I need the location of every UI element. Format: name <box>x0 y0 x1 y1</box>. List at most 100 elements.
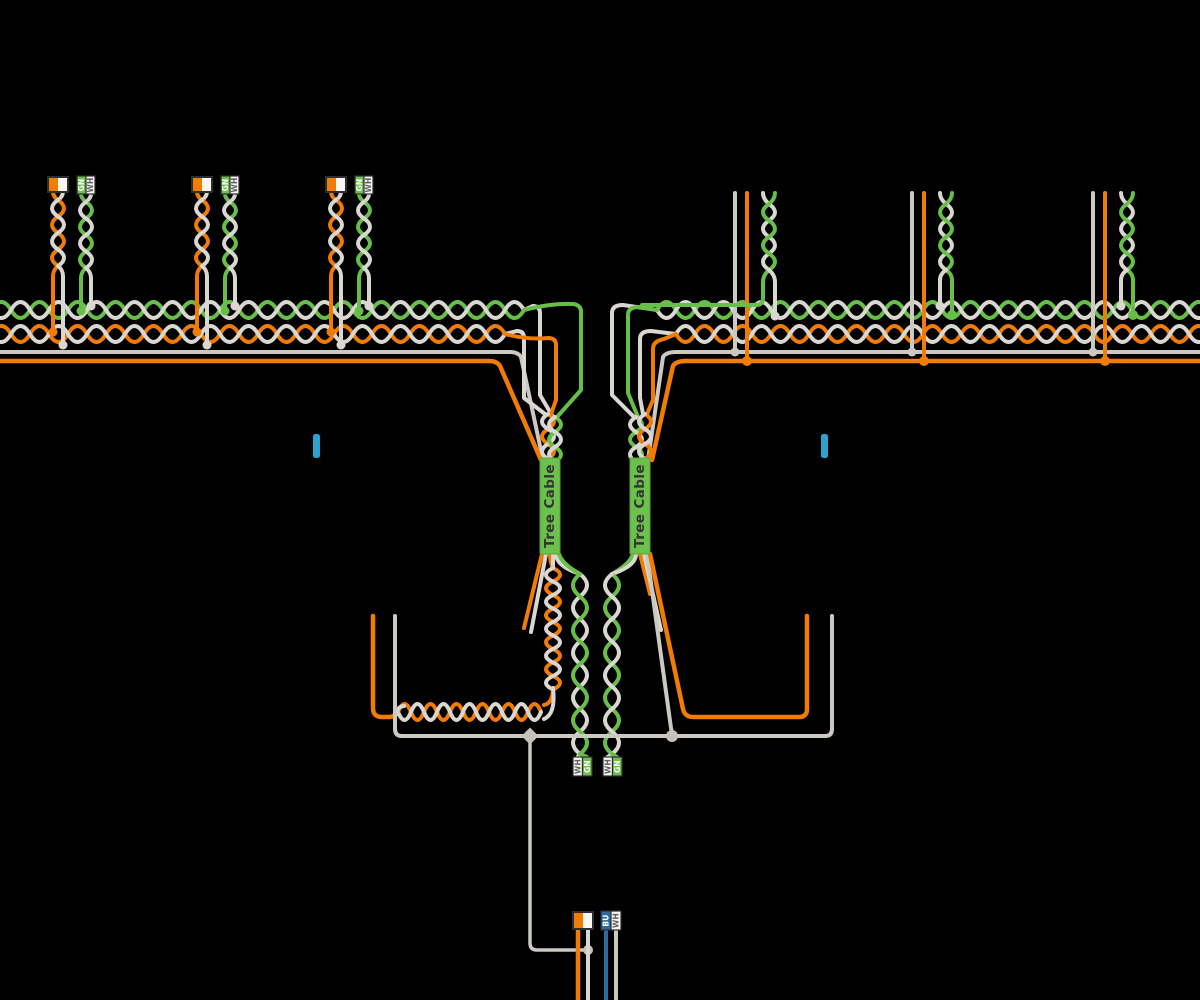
drop-pair <box>938 202 954 272</box>
gray-line-right <box>646 350 1200 462</box>
junction-dot <box>666 730 678 742</box>
bus-orange-white-right <box>674 324 1200 344</box>
gray-branch <box>528 734 586 952</box>
connector-box-border <box>191 176 213 193</box>
label-text: BU <box>602 914 611 926</box>
bus-green-white-right <box>655 300 1200 320</box>
wire <box>610 552 638 576</box>
bus-green-white-left <box>0 300 526 320</box>
tree-cable-box <box>539 457 561 555</box>
connector-box-border <box>572 911 594 930</box>
stub-white <box>529 552 548 634</box>
drop-pair <box>1119 202 1135 272</box>
junction-dot <box>730 347 740 357</box>
junction-diamond <box>521 727 539 745</box>
connector-box-white-half <box>58 177 68 192</box>
drop-pair <box>356 200 372 270</box>
bracket-orange-right <box>647 551 810 720</box>
junction-dot <box>58 340 68 350</box>
bus-drop <box>522 301 583 419</box>
bus-orange-white-left <box>0 324 507 344</box>
wire <box>362 266 371 307</box>
bus-drop <box>645 332 678 416</box>
junction-dot <box>947 310 957 320</box>
wire <box>84 266 93 307</box>
wire <box>557 552 582 576</box>
wire <box>56 264 65 346</box>
orange-line-left <box>0 358 544 463</box>
bus-drop <box>638 329 678 416</box>
wh-label-cell <box>363 175 374 195</box>
stub-orange <box>522 552 544 630</box>
junction-dot <box>192 327 202 337</box>
cyan-marker <box>821 434 828 458</box>
green-tap <box>640 268 771 307</box>
junction-dot <box>364 301 374 311</box>
junction-dot <box>230 301 240 311</box>
label-text: GN <box>77 179 86 192</box>
wh-label-cell <box>610 910 622 931</box>
wh-label-cell <box>85 175 96 195</box>
gray-bracket <box>393 614 834 738</box>
funnel-pair <box>637 412 653 461</box>
bus-drop <box>610 303 659 419</box>
connector-box-white-half <box>583 912 593 929</box>
junction-dot <box>336 340 346 350</box>
wire <box>51 264 60 333</box>
label-text: Tree Cable <box>632 464 648 548</box>
drop-pair <box>761 202 777 272</box>
junction-dot <box>907 347 917 357</box>
orange-line-right <box>649 358 1200 463</box>
gn-label-cell <box>581 756 593 777</box>
drop-pair <box>50 198 66 268</box>
wire <box>767 268 777 317</box>
label-text: WH <box>364 178 373 193</box>
bus-drop <box>503 332 558 416</box>
label-text: GN <box>221 179 230 192</box>
label-text: WH <box>603 759 612 774</box>
junction-dot <box>1100 356 1110 366</box>
junction-dot <box>86 301 96 311</box>
junction-dot <box>1116 301 1126 311</box>
cyan-marker <box>313 434 320 458</box>
connector-box-orange-half <box>573 912 583 929</box>
below-pair <box>603 572 621 756</box>
connector-box-border <box>325 176 347 193</box>
junction-dot <box>935 301 945 311</box>
funnel-pair <box>547 415 563 464</box>
stub-orange <box>638 552 652 596</box>
label-text: WH <box>230 178 239 193</box>
drop-pair <box>328 198 344 268</box>
funnel-pair <box>547 415 563 464</box>
wire <box>200 264 209 346</box>
pair-end-hook <box>395 704 406 716</box>
wire <box>334 264 343 346</box>
junction-dot <box>326 327 336 337</box>
junction-dot <box>220 306 230 316</box>
label-text: GN <box>583 760 592 773</box>
wire <box>228 266 237 307</box>
wire <box>944 268 954 316</box>
bus-green-white-right <box>655 300 1200 320</box>
below-pair <box>544 566 562 692</box>
drop-pair <box>194 198 210 268</box>
connector-box-border <box>47 176 69 193</box>
connector-box-orange-half <box>192 177 202 192</box>
junction-dot <box>742 356 752 366</box>
bus-drop <box>626 305 659 419</box>
junction-dot <box>48 327 58 337</box>
junction-dot <box>770 311 780 321</box>
wh-label-cell <box>229 175 240 195</box>
label-text: WH <box>573 759 582 774</box>
below-pair <box>571 572 589 756</box>
drop-pair <box>222 200 238 270</box>
gn-label-cell <box>611 756 623 777</box>
horizontal-pair <box>396 702 543 722</box>
label-text: GN <box>355 179 364 192</box>
gray-line-left <box>0 350 545 462</box>
wire <box>1119 268 1129 307</box>
junction-dot <box>202 340 212 350</box>
wire <box>329 264 338 333</box>
